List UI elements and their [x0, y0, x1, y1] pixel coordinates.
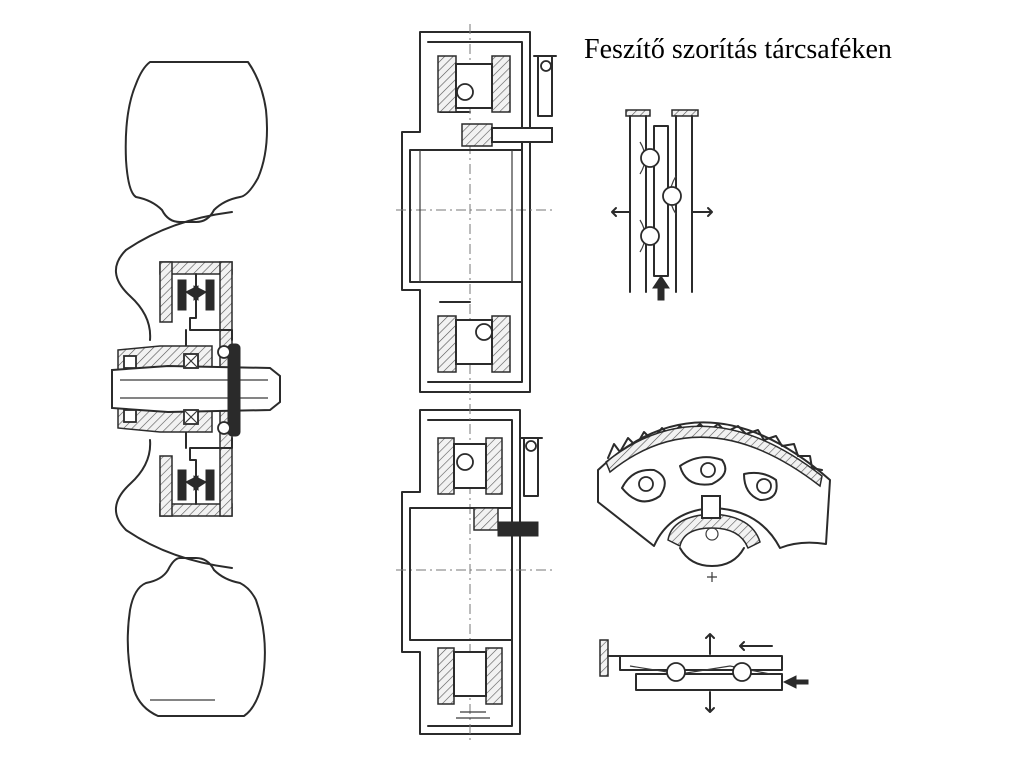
outer-housing-bottom	[401, 409, 521, 735]
ball-pocket-3	[743, 471, 778, 501]
brake-assembly-section-top	[396, 24, 557, 402]
hub-flange-ring	[227, 343, 241, 437]
hub-center-mark	[705, 527, 719, 541]
ramp-ball-3	[640, 226, 660, 246]
linear-ramp-schematic	[599, 633, 809, 713]
pad-stack-lower-right	[491, 315, 511, 373]
friction-pad-lower-right	[205, 469, 215, 501]
pad-stack-upper-left	[437, 55, 457, 113]
upper-sidewall	[115, 211, 233, 341]
pad-stack-upper-right-b	[485, 437, 503, 495]
bearing-lower-left	[123, 409, 137, 423]
wheel-hub-section-drawing	[111, 61, 281, 717]
hub-key	[701, 495, 721, 519]
upper-ramp-plate	[607, 655, 783, 671]
brake-housing-left-top	[159, 261, 173, 323]
ball-pocket-2	[679, 456, 727, 486]
fixed-wall	[599, 639, 609, 677]
pad-stack-upper-right	[491, 55, 511, 113]
friction-pad-upper-right	[205, 279, 215, 311]
ball-ramp-schematic	[611, 109, 713, 301]
adjuster-bolt-bottom	[497, 521, 539, 537]
drum-walls-top	[419, 150, 513, 282]
lever-pivot-top	[540, 60, 552, 72]
pad-stack-upper-left-b	[437, 437, 455, 495]
pocket-ball-2	[700, 462, 716, 478]
spreader-ball-lower	[475, 323, 493, 341]
drum-body-bottom	[409, 507, 513, 641]
fixed-support-left	[625, 109, 651, 117]
inner-hub-hatch	[667, 513, 761, 550]
lower-tire-profile	[126, 557, 266, 717]
base-detail-bottom	[456, 711, 490, 719]
gear-segment-drawing	[597, 421, 831, 582]
slide-title: Feszítő szorítás tárcsaféken	[584, 34, 892, 65]
gear-rim-hatch	[605, 425, 823, 488]
ramp-ball-2	[662, 186, 682, 206]
force-arrow-left	[611, 207, 631, 217]
lever-bottom	[519, 437, 543, 497]
lower-sidewall	[115, 439, 233, 569]
center-cross	[707, 572, 717, 582]
adjuster-block-top	[461, 123, 493, 147]
motion-arrow	[739, 641, 773, 651]
right-plate	[675, 115, 693, 293]
pad-stack-lower-left	[437, 315, 457, 373]
inner-hub-arc	[679, 547, 745, 567]
spreader-ball-upper	[456, 83, 474, 101]
pad-stack-lower-left-b	[437, 647, 455, 705]
upper-tire-profile	[124, 61, 268, 223]
push-arrow	[782, 675, 809, 689]
disc-pair-lower-b	[453, 651, 487, 697]
linear-ball-1	[666, 662, 686, 682]
pad-stack-lower-right-b	[485, 647, 503, 705]
ball-pocket-1	[621, 468, 666, 503]
lever-top	[533, 55, 557, 117]
force-arrow-right	[691, 207, 713, 217]
friction-pad-upper-left	[177, 279, 187, 311]
bearing-upper-left	[123, 355, 137, 369]
gear-segment-outline	[597, 421, 831, 549]
linear-ball-2	[732, 662, 752, 682]
adjuster-block-bottom	[473, 507, 499, 531]
actuator-ball-lower	[217, 421, 231, 435]
ramp-ball-1	[640, 148, 660, 168]
friction-pad-lower-left	[177, 469, 187, 501]
adjuster-bolt-top	[491, 127, 553, 143]
actuation-arrow-up	[652, 275, 670, 301]
spreader-ball-upper-b	[456, 453, 474, 471]
outer-housing-top	[401, 31, 531, 393]
central-actuating-plate	[653, 125, 669, 277]
drum-body-top	[409, 149, 523, 283]
fixed-support-right	[671, 109, 699, 117]
actuator-ball-upper	[217, 345, 231, 359]
force-arrow-down	[705, 691, 715, 713]
lever-pivot-bottom	[525, 440, 537, 452]
force-arrow-up	[705, 633, 715, 655]
pocket-ball-3	[756, 478, 772, 494]
axle-detail-lines	[120, 379, 268, 399]
brake-disc	[189, 273, 233, 505]
axle-shaft	[111, 364, 281, 414]
pocket-ball-1	[638, 476, 654, 492]
brake-assembly-section-bottom	[396, 404, 556, 744]
brake-housing-left-bottom	[159, 455, 173, 517]
left-plate	[629, 115, 647, 293]
lower-ramp-plate	[635, 673, 783, 691]
